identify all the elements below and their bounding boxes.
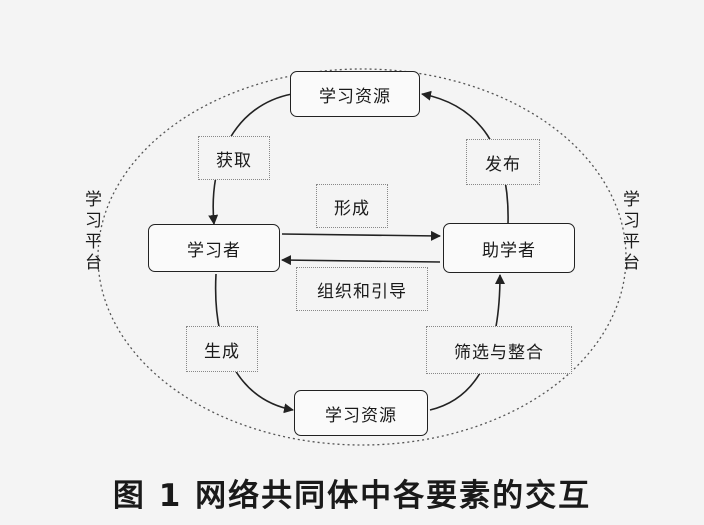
node-resource-top: 学习资源 [290, 71, 420, 117]
node-resource-bottom: 学习资源 [294, 390, 428, 436]
node-learner: 学习者 [148, 224, 280, 272]
node-helper: 助学者 [443, 223, 575, 273]
platform-label-right: 学习平台 [619, 190, 639, 274]
arrow-organize-guide [281, 255, 441, 266]
arrow-form [281, 230, 441, 241]
label-filter-integrate: 筛选与整合 [426, 326, 572, 374]
label-acquire: 获取 [198, 136, 270, 180]
label-organize-guide: 组织和引导 [296, 267, 428, 311]
label-form: 形成 [316, 184, 388, 228]
platform-boundary [97, 68, 627, 446]
arrow-publish [421, 90, 509, 225]
label-generate: 生成 [186, 326, 258, 372]
platform-label-left: 学习平台 [81, 190, 101, 274]
figure-caption: 图 1 网络共同体中各要素的交互 [112, 478, 592, 514]
label-publish: 发布 [466, 139, 540, 185]
